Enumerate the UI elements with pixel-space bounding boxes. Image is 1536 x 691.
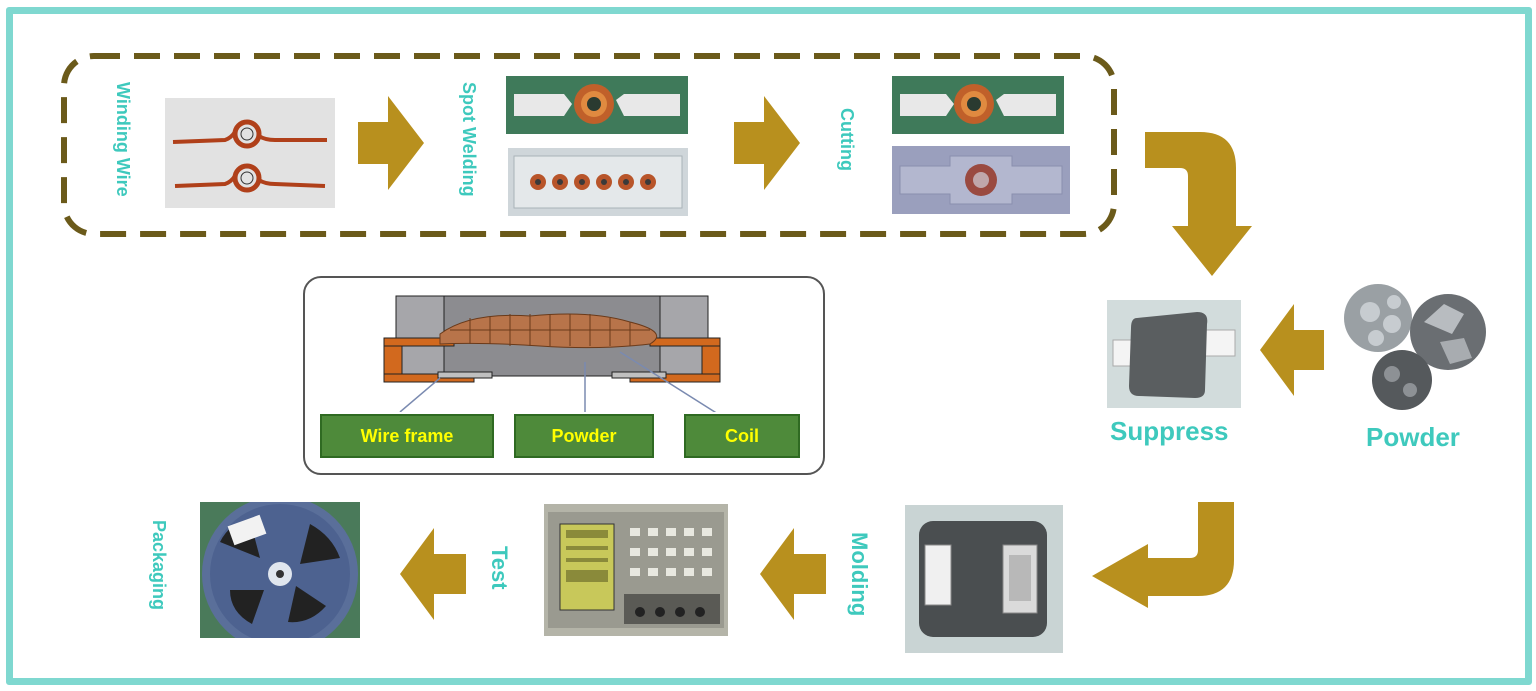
arrow-left-icon: [760, 528, 826, 620]
suppress-label: Suppress: [1110, 416, 1229, 446]
molding-label: Molding: [847, 532, 872, 617]
callout-powder: Powder: [514, 414, 654, 458]
cross-section-figure: [383, 295, 721, 412]
test-photo: [544, 504, 728, 636]
winding-wire-label: Winding Wire: [113, 82, 133, 197]
cutting-photo-bottom: [892, 146, 1070, 214]
arrow-curved-left-icon: [1092, 502, 1234, 608]
arrow-right-icon: [734, 96, 800, 190]
cutting-label: Cutting: [837, 108, 857, 171]
molding-photo: [905, 505, 1063, 653]
outer-border: [6, 7, 1532, 685]
cutting-photo-top: [892, 76, 1064, 134]
arrow-left-icon: [1260, 304, 1324, 396]
packaging-photo: [200, 502, 360, 638]
packaging-label: Packaging: [149, 520, 169, 611]
arrow-curved-down-icon: [1145, 132, 1252, 276]
callout-wire-frame: Wire frame: [320, 414, 494, 458]
winding-wire-photo: [165, 98, 335, 208]
spot-welding-label: Spot Welding: [459, 82, 479, 197]
powder-photo: [1340, 282, 1490, 412]
powder-label: Powder: [1366, 422, 1460, 452]
test-label: Test: [487, 546, 512, 590]
spot-welding-photo-top: [506, 76, 688, 134]
suppress-photo: [1107, 300, 1241, 408]
spot-welding-photo-bottom: [508, 148, 688, 216]
arrow-right-icon: [358, 96, 424, 190]
callout-coil: Coil: [684, 414, 800, 458]
arrow-left-icon: [400, 528, 466, 620]
